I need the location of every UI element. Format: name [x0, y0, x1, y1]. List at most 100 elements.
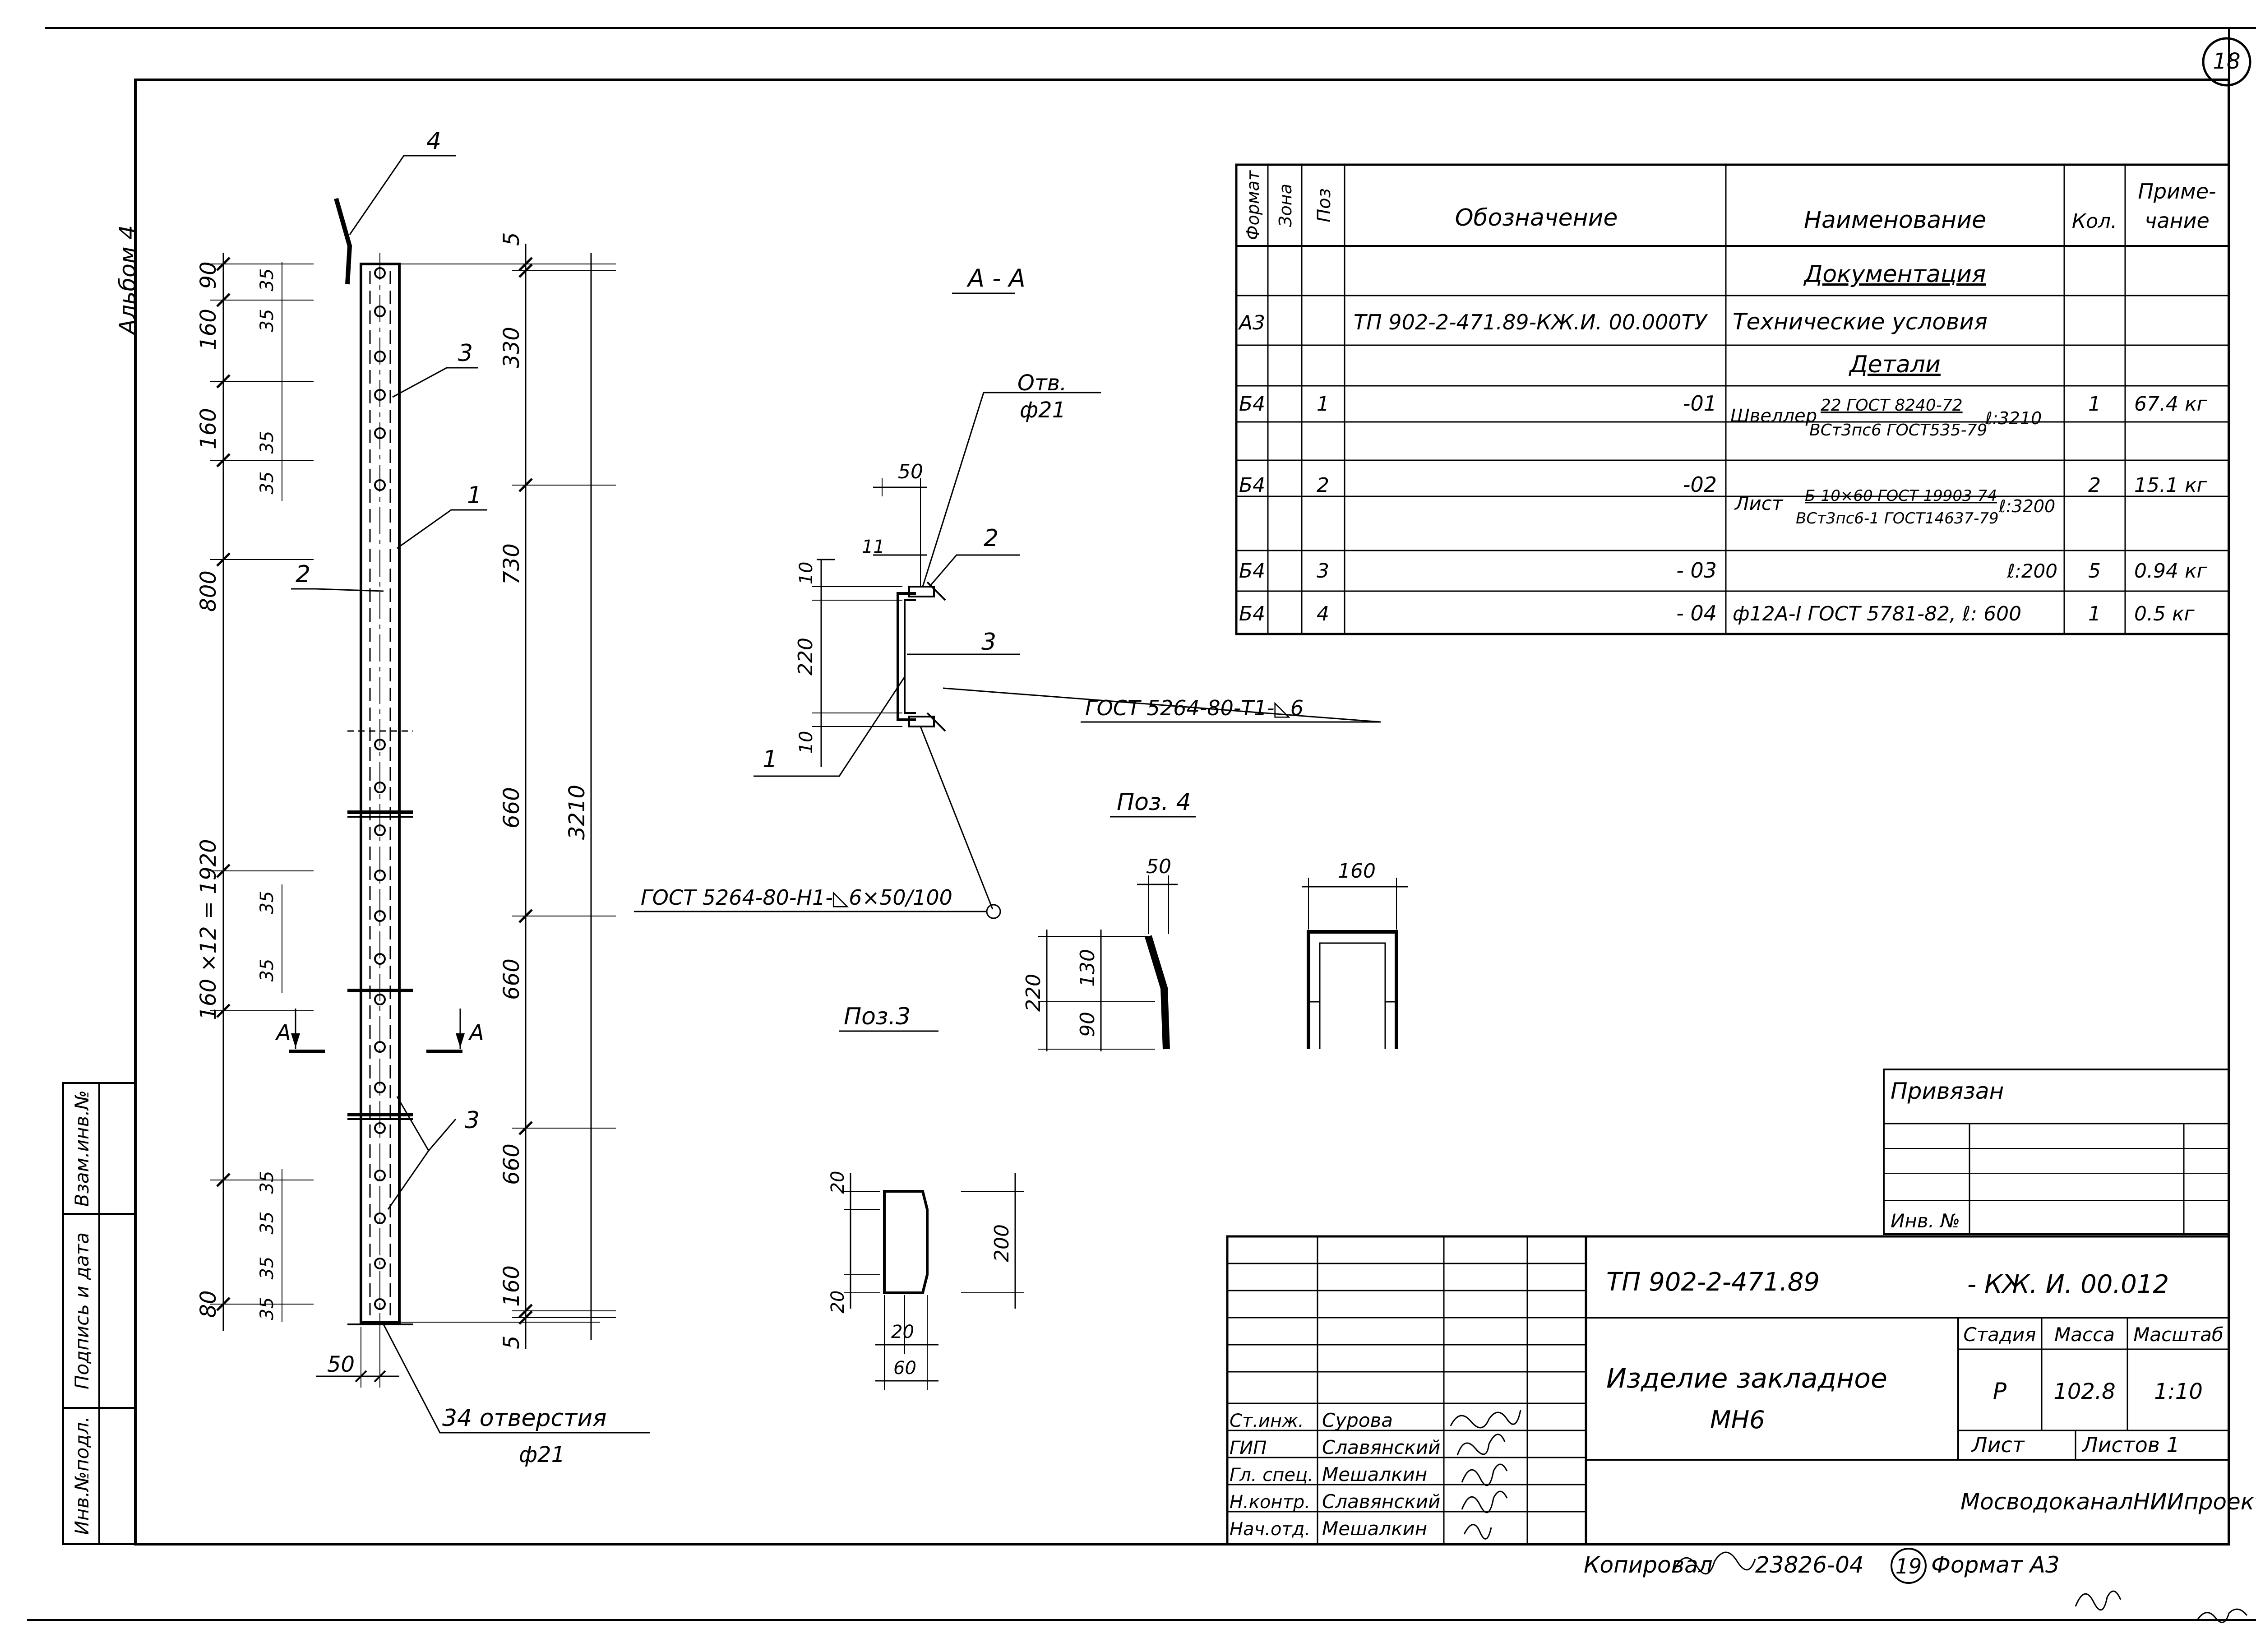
- signer-role-4: Н.контр.: [1230, 1492, 1310, 1513]
- spec-doc-format: А3: [1238, 311, 1265, 334]
- spec-h-kol: Кол.: [2072, 210, 2117, 233]
- hole: [374, 479, 386, 491]
- label-1: 1: [467, 482, 482, 509]
- hole: [374, 1212, 386, 1224]
- privyazan-label: Привязан: [1891, 1078, 2004, 1104]
- signer-name-3: Мешалкин: [1322, 1463, 1427, 1485]
- poz3-dim-20c: 20: [891, 1322, 914, 1342]
- spec-r1-naim-a: Швеллер: [1730, 406, 1817, 426]
- spec-h-naim: Наименование: [1804, 207, 1986, 234]
- hole: [374, 427, 386, 439]
- tb-massa-h: Масса: [2054, 1323, 2115, 1346]
- section-aa-drawing: [634, 292, 1381, 919]
- hole: [374, 1082, 386, 1093]
- signer-role-5: Нач.отд.: [1230, 1519, 1310, 1540]
- spec-doc-oboz: ТП 902-2-471.89-КЖ.И. 00.000ТУ: [1354, 310, 1708, 334]
- spec-r3-kol: 5: [2088, 560, 2101, 583]
- aa-dim-50: 50: [898, 460, 923, 483]
- bottom-dim: [316, 1327, 399, 1388]
- stamp-vzam: Взам.инв.№: [71, 1090, 93, 1207]
- main-leaders: [291, 155, 650, 1434]
- tb-name1: Изделие закладное: [1606, 1363, 1887, 1394]
- spec-r2-poz: 2: [1317, 474, 1329, 497]
- poz4-dim-50: 50: [1146, 855, 1171, 878]
- poz4-dim-130: 130: [1076, 949, 1099, 987]
- hole: [374, 305, 386, 317]
- dim-50: 50: [327, 1352, 355, 1377]
- spec-r3-format: Б4: [1239, 560, 1265, 583]
- holes-count: 34 отверстия: [442, 1405, 606, 1432]
- spec-r1-oboz: -01: [1683, 391, 1717, 416]
- dim-800: 800: [196, 570, 221, 612]
- signer-name-4: Славянский: [1322, 1490, 1440, 1513]
- tb-name2: МН6: [1710, 1406, 1765, 1434]
- copy-sheet-number: 19: [1895, 1554, 1922, 1578]
- copy-note: Копировал: [1584, 1552, 1713, 1578]
- dim-730: 730: [499, 543, 524, 585]
- privyazan-inv: Инв. №: [1891, 1210, 1960, 1232]
- signatures: [1450, 1410, 2248, 1623]
- spec-h-prim1: Приме-: [2138, 179, 2216, 204]
- spec-r4-oboz: - 04: [1676, 601, 1717, 625]
- label-2: 2: [296, 561, 310, 588]
- spec-h-zona: Зона: [1276, 184, 1295, 227]
- right-ticks: [512, 257, 616, 1325]
- hole: [374, 389, 386, 401]
- main-elevation: [334, 198, 413, 1336]
- hole: [374, 1258, 386, 1269]
- spec-r2-format: Б4: [1239, 474, 1265, 497]
- dim-35i: 35: [257, 1257, 277, 1280]
- dim-35a: 35: [257, 268, 277, 292]
- signer-role-2: ГИП: [1230, 1438, 1267, 1458]
- spec-table-grid: [1235, 163, 2230, 635]
- spec-h-poz: Поз: [1314, 188, 1335, 222]
- otv-dia: ф21: [1020, 398, 1066, 423]
- poz4-dim-160: 160: [1338, 860, 1376, 883]
- spec-r4-format: Б4: [1239, 602, 1265, 625]
- dim-3210: 3210: [564, 785, 590, 840]
- left-dims: [222, 253, 282, 1331]
- spec-h-oboz: Обозначение: [1455, 204, 1618, 231]
- holes: [374, 267, 386, 1310]
- section-cut-marks: [289, 1009, 465, 1053]
- cut-a-right: А: [468, 1020, 484, 1046]
- signer-role-3: Гл. спец.: [1230, 1465, 1313, 1485]
- stamp-inv-podl: Инв.№подл.: [71, 1416, 93, 1535]
- spec-r3-naim: ℓ:200: [2006, 560, 2057, 582]
- hole: [374, 870, 386, 881]
- hole: [374, 824, 386, 836]
- dim-35b: 35: [257, 309, 277, 332]
- poz3-dim-20b: 20: [828, 1291, 848, 1314]
- spec-r3-oboz: - 03: [1676, 558, 1717, 583]
- sheet-number: 18: [2213, 49, 2240, 74]
- signer-name-2: Славянский: [1322, 1436, 1440, 1458]
- title-block-grid: [1226, 1235, 2230, 1546]
- spec-sec-det: Детали: [1849, 351, 1941, 378]
- poz3-dim-200: 200: [990, 1224, 1013, 1262]
- dim-35j: 35: [257, 1297, 277, 1320]
- format-note: Формат А3: [1931, 1552, 2060, 1578]
- spec-r4-kol: 1: [2088, 602, 2101, 625]
- spec-r4-naim: ф12А-I ГОСТ 5781-82, ℓ: 600: [1733, 602, 2021, 625]
- dim-160a: 160: [196, 309, 221, 350]
- tb-list: Лист: [1971, 1433, 2025, 1457]
- hole: [374, 1298, 386, 1310]
- aa-label-2: 2: [984, 525, 999, 552]
- hole: [374, 782, 386, 793]
- dim-1920: 160 ×12 = 1920: [196, 839, 221, 1020]
- weld-note-2: ГОСТ 5264-80-Н1-◺6×50/100: [641, 885, 952, 910]
- poz4-dim-90: 90: [1076, 1012, 1099, 1037]
- spec-r2-kol: 2: [2088, 474, 2101, 497]
- tb-listov: Листов 1: [2081, 1433, 2180, 1457]
- album-label: Альбом 4: [115, 225, 141, 336]
- hole: [374, 1041, 386, 1053]
- copy-sheet-circle: [1891, 1548, 1927, 1584]
- hole: [374, 953, 386, 965]
- spec-h-format: Формат: [1243, 170, 1263, 240]
- poz4-title: Поз. 4: [1117, 789, 1191, 816]
- dim-660c: 660: [499, 1143, 524, 1185]
- holes-dia: ф21: [519, 1442, 565, 1467]
- dim-80: 80: [196, 1290, 221, 1318]
- spec-r1-prim: 67.4 кг: [2134, 393, 2208, 416]
